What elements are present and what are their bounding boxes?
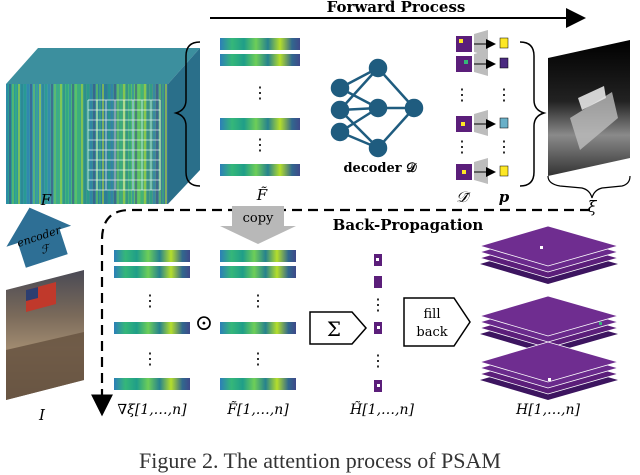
heat-label: H̃[1,…,n] (349, 400, 414, 418)
psam-attention-diagram: Forward Process F ⋮ ⋮ F̃ (6, 0, 631, 424)
gradient-vectors-stack (114, 250, 190, 390)
figure-caption: Figure 2. The attention process of PSAM (139, 448, 501, 473)
vertical-dots: ⋮ (370, 351, 386, 370)
left-brace (173, 41, 201, 187)
heat-cell (374, 276, 382, 288)
heatmap-stack (478, 225, 620, 284)
output-heatmap-stacks (478, 225, 620, 400)
feature-vector (220, 118, 300, 130)
prediction-cell (499, 117, 509, 129)
decoded-set-column (456, 30, 509, 184)
heatmap-stack (478, 295, 620, 354)
decoded-row (456, 110, 509, 136)
decoded-row (456, 158, 509, 184)
decoder-label: decoder 𝒟 (343, 161, 417, 176)
vertical-dots: ⋮ (142, 291, 158, 310)
back-propagation-label: Back-Propagation (333, 216, 484, 234)
image-label: I (38, 406, 46, 424)
fill-back-operator: fill back (403, 297, 471, 347)
prediction-label: p (499, 188, 510, 206)
feature-vector (220, 38, 300, 50)
feature-vectors-label: F̃ (256, 186, 268, 204)
vertical-dots: ⋮ (142, 349, 158, 368)
prediction-cell (499, 37, 509, 49)
vertical-dots: ⋮ (496, 85, 512, 104)
gradient-vector (114, 266, 190, 278)
gradient-label: ∇ξ[1,…,n] (117, 402, 187, 418)
vertical-dots: ⋮ (370, 295, 386, 314)
forward-process-label: Forward Process (327, 0, 466, 16)
decoded-row (456, 30, 509, 56)
output-label: H[1,…,n] (515, 402, 580, 418)
masked-feature-vector (220, 378, 296, 390)
hadamard-product-symbol: ⊙ (195, 311, 213, 336)
gradient-vector (114, 322, 190, 334)
copy-arrow: copy (220, 206, 296, 244)
sum-operator: Σ (309, 311, 367, 345)
encoder-arrow: encoder ℱ (6, 207, 72, 268)
vertical-dots: ⋮ (252, 83, 268, 102)
fill-back-line2: back (416, 325, 447, 340)
heat-values-column (374, 254, 382, 392)
right-brace (519, 41, 547, 187)
feature-vector (220, 164, 300, 176)
gradient-vector (114, 378, 190, 390)
feature-vector (220, 54, 300, 66)
saliency-map-image (548, 40, 630, 176)
feature-map-cube (6, 48, 200, 204)
vertical-dots: ⋮ (454, 85, 470, 104)
masked-feature-vector (220, 250, 296, 262)
masked-feature-vector (220, 322, 296, 334)
feature-map-label: F (40, 191, 52, 209)
sum-symbol: Σ (327, 317, 341, 341)
decoded-row (456, 50, 509, 76)
saliency-label: ξ (588, 197, 598, 216)
vertical-dots: ⋮ (250, 349, 266, 368)
vertical-dots: ⋮ (496, 137, 512, 156)
prediction-cell (499, 57, 509, 69)
gradient-vector (114, 250, 190, 262)
heatmap-stack (478, 341, 620, 400)
input-photo (6, 270, 84, 400)
masked-feature-vector (220, 266, 296, 278)
prediction-cell (499, 165, 509, 177)
cube-grid-overlay (87, 99, 161, 191)
vertical-dots: ⋮ (454, 137, 470, 156)
vertical-dots: ⋮ (252, 135, 268, 154)
vertical-dots: ⋮ (250, 291, 266, 310)
feature-vectors-stack (220, 38, 300, 176)
masked-features-stack (220, 250, 296, 390)
back-propagation-path (91, 208, 590, 417)
copy-label: copy (243, 211, 274, 226)
decoded-set-label: 𝒟̃ (456, 188, 471, 206)
fill-back-line1: fill (424, 307, 441, 322)
saliency-bottom-brace (547, 175, 631, 199)
decoder-network-icon (330, 58, 424, 158)
masked-features-label: F̃[1,…,n] (226, 400, 289, 418)
